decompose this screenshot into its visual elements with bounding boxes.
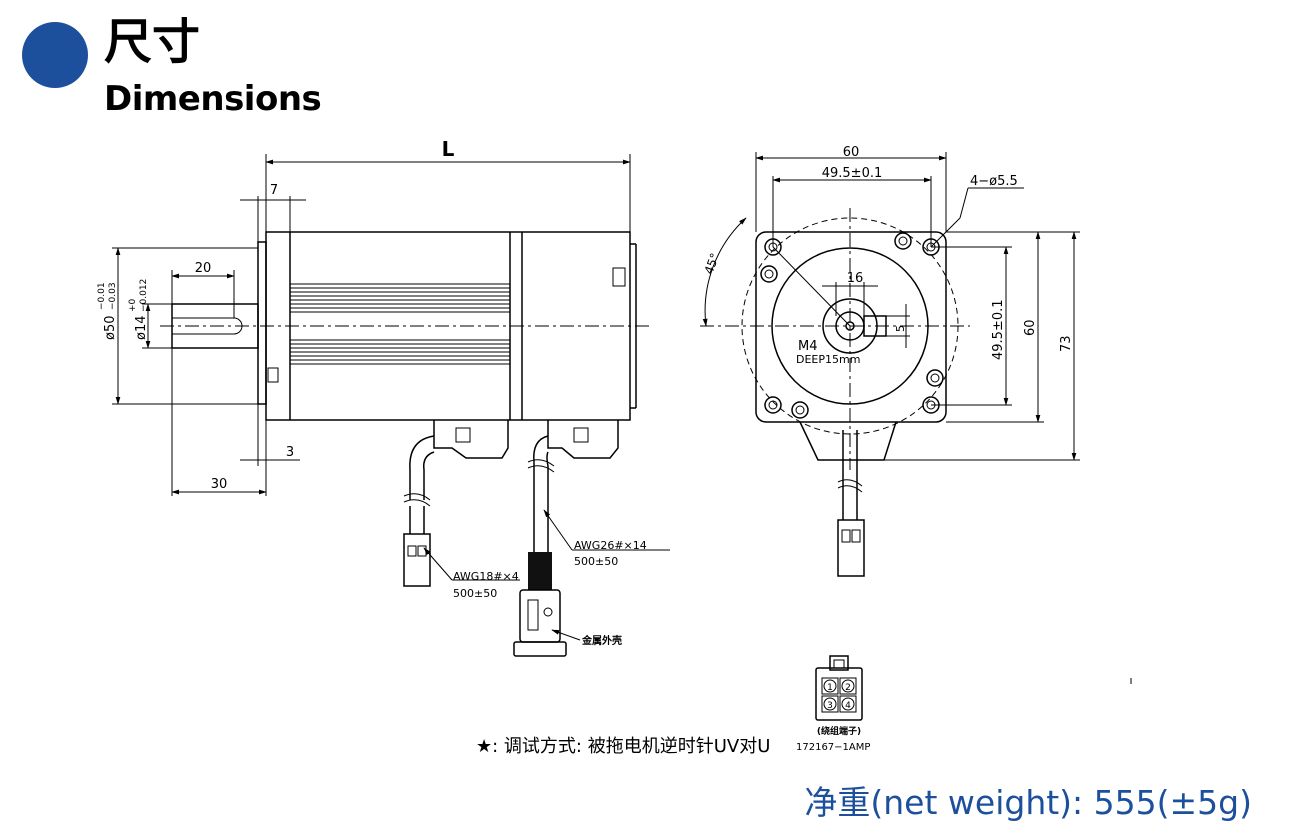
dim-dia14-tol-low: −0.012 bbox=[139, 279, 149, 312]
encoder-connector-body bbox=[519, 589, 561, 643]
dim-dia14-label: ø14 bbox=[134, 316, 149, 341]
section-title-en: Dimensions bbox=[104, 79, 322, 119]
dim-49-5-top-label: 49.5±0.1 bbox=[822, 166, 883, 181]
thread-depth-label: DEEP15mm bbox=[796, 353, 860, 366]
encoder-cable-length: 500±50 bbox=[574, 555, 618, 568]
front-connector bbox=[837, 519, 865, 577]
dim-16-label: 16 bbox=[847, 271, 864, 286]
pin-1-label: 1 bbox=[827, 683, 833, 693]
thread-label: M4 bbox=[798, 339, 818, 354]
dim-L-label: L bbox=[442, 137, 455, 161]
power-connector bbox=[403, 533, 431, 587]
dim-angle-label: 45° bbox=[702, 251, 722, 276]
dim-dia50-tol-low: −0.03 bbox=[108, 282, 118, 310]
encoder-cable-boot bbox=[528, 552, 552, 590]
front-view: 60 49.5±0.1 4−ø5.5 45° 16 5 M4 DEEP15mm … bbox=[700, 145, 1132, 684]
dim-60-right-label: 60 bbox=[1023, 319, 1038, 336]
shaft-keyway bbox=[172, 317, 243, 335]
flange-outline bbox=[257, 241, 267, 405]
connector-shell-label: 金属外壳 bbox=[581, 634, 622, 647]
power-cable-length: 500±50 bbox=[453, 587, 497, 600]
dim-49-5-right-label: 49.5±0.1 bbox=[991, 299, 1006, 360]
encoder-cable bbox=[533, 435, 549, 500]
dim-7-label: 7 bbox=[270, 183, 278, 198]
dim-holes-label: 4−ø5.5 bbox=[970, 174, 1018, 189]
power-gland bbox=[433, 420, 509, 459]
pin-2-label: 2 bbox=[845, 683, 851, 693]
section-title-cn: 尺寸 bbox=[104, 14, 201, 70]
power-cable bbox=[409, 435, 435, 500]
encoder-gland bbox=[547, 420, 619, 459]
dim-5-label: 5 bbox=[894, 325, 907, 332]
terminal-part-number: 172167−1AMP bbox=[796, 742, 870, 753]
terminal-label: (绕组端子) bbox=[817, 725, 861, 737]
bullet-dot-icon bbox=[22, 22, 88, 88]
terminal-diagram: 1 2 3 4 (绕组端子) 172167−1AMP bbox=[796, 655, 870, 753]
dim-30-label: 30 bbox=[211, 477, 228, 492]
cooling-fins bbox=[290, 283, 510, 365]
pin-3-label: 3 bbox=[827, 701, 833, 711]
power-cable-spec: AWG18#×4 bbox=[453, 570, 519, 583]
dim-3-label: 3 bbox=[286, 445, 294, 460]
dim-dia50-tol-up: −0.01 bbox=[97, 282, 107, 310]
front-flange-outline bbox=[755, 231, 947, 423]
net-weight: 净重(net weight): 555(±5g) bbox=[804, 783, 1252, 822]
dim-dia14-tol-up: +0 bbox=[128, 298, 138, 312]
dim-20-label: 20 bbox=[195, 261, 212, 276]
front-gland bbox=[799, 421, 897, 461]
dim-73-label: 73 bbox=[1059, 335, 1074, 352]
encoder-cable-spec: AWG26#×14 bbox=[574, 539, 647, 552]
side-view: L 7 20 3 30 ø50 −0.01 −0.03 bbox=[97, 137, 670, 657]
debug-note: ★: 调试方式: 被拖电机逆时针UV对U bbox=[476, 736, 770, 757]
dim-dia50-label: ø50 bbox=[103, 316, 118, 341]
pin-4-label: 4 bbox=[845, 701, 851, 711]
dim-60-top-label: 60 bbox=[843, 145, 860, 160]
